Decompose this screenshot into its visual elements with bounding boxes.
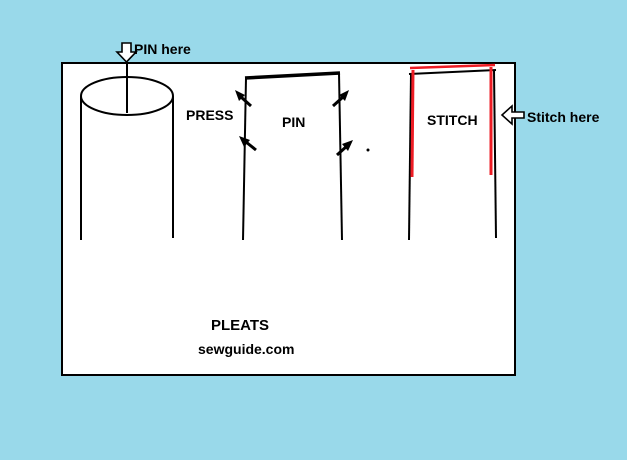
diagram-title: PLEATS: [211, 317, 270, 334]
stitch-here-label: Stitch here: [527, 109, 600, 125]
pin-here-label: PIN here: [134, 41, 191, 57]
credit-label: sewguide.com: [198, 341, 295, 357]
diagram-panel: [61, 62, 516, 376]
pin-label: PIN: [282, 114, 306, 130]
stitch-label: STITCH: [427, 112, 478, 128]
press-label: PRESS: [186, 107, 234, 123]
